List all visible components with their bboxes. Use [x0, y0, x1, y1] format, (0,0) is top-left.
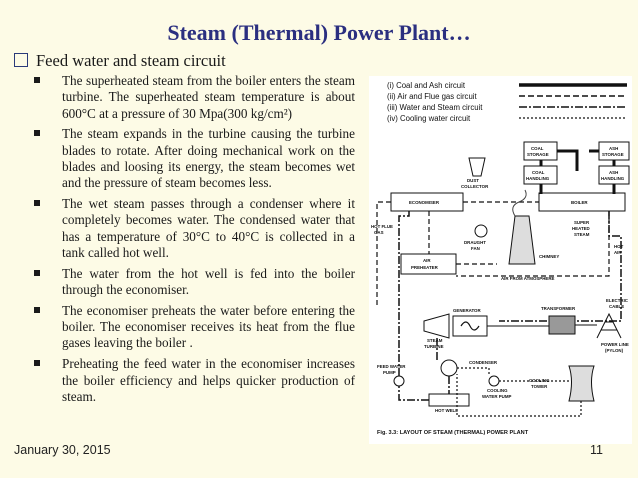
slide-title: Steam (Thermal) Power Plant… — [167, 20, 471, 45]
electric-label-2: CABLE — [609, 304, 624, 309]
dust-collector-shape — [468, 157, 486, 177]
bullet-item: The wet steam passes through a condenser… — [30, 196, 355, 261]
air-flue-paths — [376, 201, 610, 308]
steam-turbine-label-2: TURBINE — [424, 344, 444, 349]
bullet-text: The superheated steam from the boiler en… — [62, 73, 355, 121]
square-bullet-icon — [34, 130, 40, 137]
ash-storage-label-2: STORAGE — [602, 152, 624, 157]
cooling-pump-label: COOLING — [487, 388, 508, 393]
super-label-3: STEAM — [574, 232, 590, 237]
draught-label: DRAUGHT — [464, 240, 486, 245]
coal-ash-path — [539, 149, 616, 194]
super-label-2: HEATED — [572, 226, 590, 231]
chimney-label: CHIMNEY — [539, 254, 559, 259]
cooling-tower-label-2: TOWER — [531, 384, 548, 389]
condenser-label: CONDENSER — [469, 360, 498, 365]
checkbox-bullet-icon — [14, 53, 28, 67]
steam-turbine-label: STEAM — [427, 338, 443, 343]
square-bullet-icon — [34, 200, 40, 207]
legend-cooling-water: (iv) Cooling water circuit — [387, 114, 471, 123]
feed-pump-icon — [393, 375, 405, 387]
steam-turbine-shape — [423, 313, 450, 339]
coal-storage-label-2: STORAGE — [527, 152, 549, 157]
air-atmosphere-label: AIR FROM ATMOSPHERE — [501, 276, 554, 281]
square-bullet-icon — [34, 269, 40, 276]
transformer-label: TRANSFORMER — [541, 306, 576, 311]
power-line-label-2: (PYLON) — [605, 348, 624, 353]
draught-fan-icon — [474, 224, 488, 238]
electric-line — [487, 324, 597, 327]
power-plant-diagram: (i) Coal and Ash circuit (ii) Air and Fl… — [369, 76, 632, 444]
hot-flue-label: HOT FLUE — [371, 224, 393, 229]
ac-wave-icon — [460, 321, 480, 331]
ash-handling-box — [598, 165, 630, 185]
coal-handling-box — [523, 165, 558, 185]
cooling-water-path — [456, 367, 582, 417]
section-heading-text: Feed water and steam circuit — [36, 51, 226, 70]
feed-pump-label-2: PUMP — [383, 370, 396, 375]
bullet-text: The water from the hot well is fed into … — [62, 265, 355, 298]
square-bullet-icon — [34, 360, 40, 367]
dust-label-2: COLLECTOR — [461, 184, 489, 189]
section-heading: Feed water and steam circuit — [14, 51, 226, 71]
hot-air-label: HOT — [614, 244, 624, 249]
super-label: SUPER — [574, 220, 590, 225]
generator-label: GENERATOR — [453, 308, 481, 313]
condenser-icon — [440, 359, 458, 377]
bullet-text: The wet steam passes through a condenser… — [62, 196, 355, 260]
coal-handling-label: COAL — [532, 170, 545, 175]
ash-handling-label: ASH — [609, 170, 618, 175]
bullet-text: Preheating the feed water in the economi… — [62, 356, 355, 404]
power-line-label: POWER LINE — [601, 342, 629, 347]
draught-label-2: FAN — [471, 246, 480, 251]
diagram-svg: (i) Coal and Ash circuit (ii) Air and Fl… — [371, 81, 630, 436]
hot-air-label-2: AIR — [614, 250, 622, 255]
legend: (i) Coal and Ash circuit (ii) Air and Fl… — [387, 81, 627, 123]
hot-well-box — [428, 393, 470, 407]
bullet-item: Preheating the feed water in the economi… — [30, 356, 355, 405]
bullet-item: The steam expands in the turbine causing… — [30, 126, 355, 191]
ash-handling-label-2: HANDLING — [601, 176, 625, 181]
steam-path — [499, 211, 622, 322]
pylon-icon — [596, 312, 622, 339]
hot-flue-label-2: GAS — [374, 230, 384, 235]
bullet-item: The water from the hot well is fed into … — [30, 266, 355, 299]
cooling-pump-icon — [488, 375, 500, 387]
economiser-label: ECONOMISER — [409, 200, 440, 205]
legend-air-flue: (ii) Air and Flue gas circuit — [387, 92, 478, 101]
slide-date: January 30, 2015 — [14, 443, 111, 457]
coal-storage-box — [523, 141, 558, 161]
square-bullet-icon — [34, 77, 40, 83]
cooling-pump-label-2: WATER PUMP — [482, 394, 512, 399]
air-preheater-box — [400, 253, 457, 275]
chimney-icon — [508, 215, 536, 265]
square-bullet-icon — [34, 306, 40, 313]
hot-well-label: HOT WELL — [435, 408, 458, 413]
air-pre-label: AIR — [423, 258, 431, 263]
water-path — [398, 211, 450, 401]
ash-storage-label: ASH — [609, 146, 618, 151]
figure-caption: Fig. 3.3: LAYOUT OF STEAM (THERMAL) POWE… — [377, 430, 529, 436]
legend-coal-ash: (i) Coal and Ash circuit — [387, 81, 466, 90]
cooling-tower-icon — [568, 365, 595, 402]
boiler-label: BOILER — [571, 200, 588, 205]
coal-storage-label: COAL — [531, 146, 544, 151]
dust-label: DUST — [467, 178, 479, 183]
legend-water-steam: (iii) Water and Steam circuit — [387, 103, 483, 112]
bullet-text: The economiser preheats the water before… — [62, 302, 355, 351]
bullet-list: The superheated steam from the boiler en… — [30, 73, 355, 410]
coal-handling-label-2: HANDLING — [526, 176, 550, 181]
feed-pump-label: FEED WATER — [377, 364, 406, 369]
electric-label: ELECTRIC — [606, 298, 629, 303]
transformer-icon — [548, 315, 576, 335]
bullet-item: The superheated steam from the boiler en… — [30, 73, 355, 122]
bullet-item: The economiser preheats the water before… — [30, 303, 355, 352]
slide-number: 11 — [590, 443, 603, 457]
air-pre-label-2: PREHEATER — [411, 265, 439, 270]
bullet-text: The steam expands in the turbine causing… — [62, 126, 355, 191]
ash-storage-box — [598, 141, 630, 161]
smoke-icon — [512, 189, 527, 217]
